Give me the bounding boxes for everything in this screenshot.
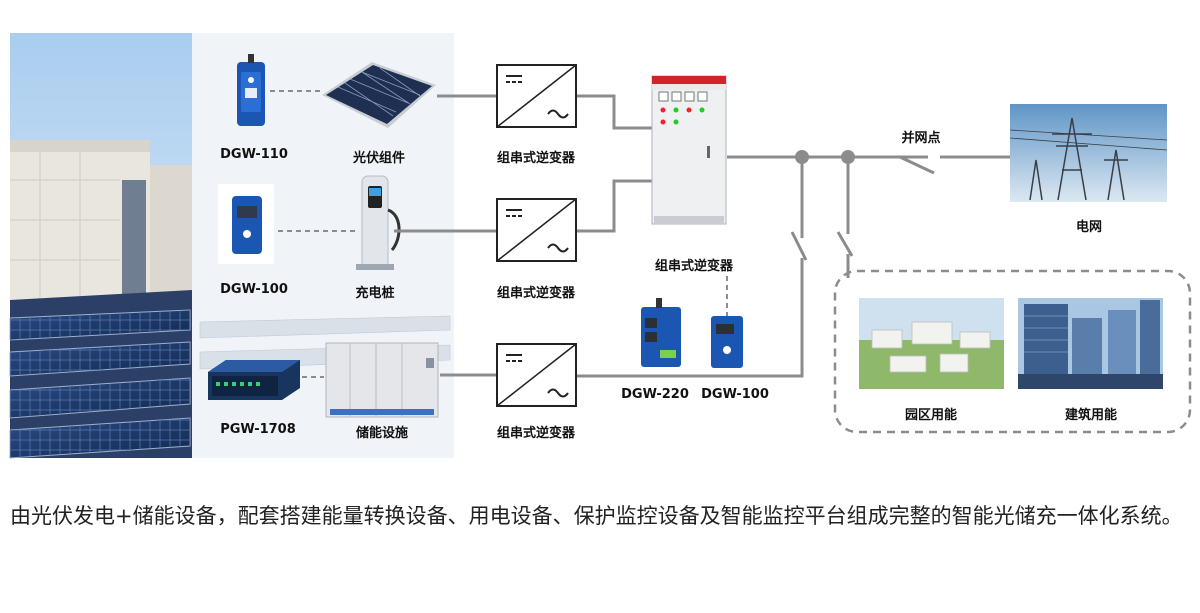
label-charging-pile: 充电桩: [355, 286, 395, 301]
label-inverter-2: 组串式逆变器: [496, 286, 576, 301]
label-dgw-220: DGW-220: [621, 387, 689, 402]
label-dgw-100-right: DGW-100: [701, 387, 769, 402]
label-pgw-1708: PGW-1708: [220, 422, 296, 437]
pv-module: [322, 62, 436, 128]
dgw-100-device: [218, 184, 274, 264]
dgw-100-device-right: [711, 316, 743, 368]
inverter-cabinet: [651, 75, 727, 225]
label-inverter-1: 组串式逆变器: [496, 151, 576, 166]
load-enclosure: [833, 269, 1192, 434]
pgw-1708-device: [208, 360, 300, 400]
data-links: [270, 90, 728, 378]
inverter-3: [496, 343, 577, 407]
label-dgw-110: DGW-110: [220, 147, 288, 162]
inverter-2: [496, 198, 577, 262]
label-building: 建筑用能: [1064, 408, 1118, 423]
label-cabinet: 组串式逆变器: [654, 259, 734, 274]
label-inverter-3: 组串式逆变器: [496, 426, 576, 441]
label-dgw-100: DGW-100: [220, 282, 288, 297]
label-grid: 电网: [1075, 220, 1103, 235]
dgw-220-device: [641, 298, 681, 367]
label-grid-point: 并网点: [901, 131, 941, 146]
label-storage: 储能设施: [355, 426, 409, 441]
dgw-110-device: [237, 54, 265, 126]
description-text: 由光伏发电+储能设备，配套搭建能量转换设备、用电设备、保护监控设备及智能监控平台…: [10, 504, 1183, 528]
label-park: 园区用能: [904, 408, 958, 423]
inverter-1: [496, 64, 577, 128]
energy-storage-cabinet: [325, 342, 439, 418]
building-photo: [1018, 298, 1163, 389]
charging-pile: [356, 175, 401, 270]
label-pv-module: 光伏组件: [352, 151, 406, 166]
park-photo: [859, 298, 1004, 389]
power-grid-photo: [1009, 104, 1168, 202]
junction-dots: [795, 150, 855, 164]
